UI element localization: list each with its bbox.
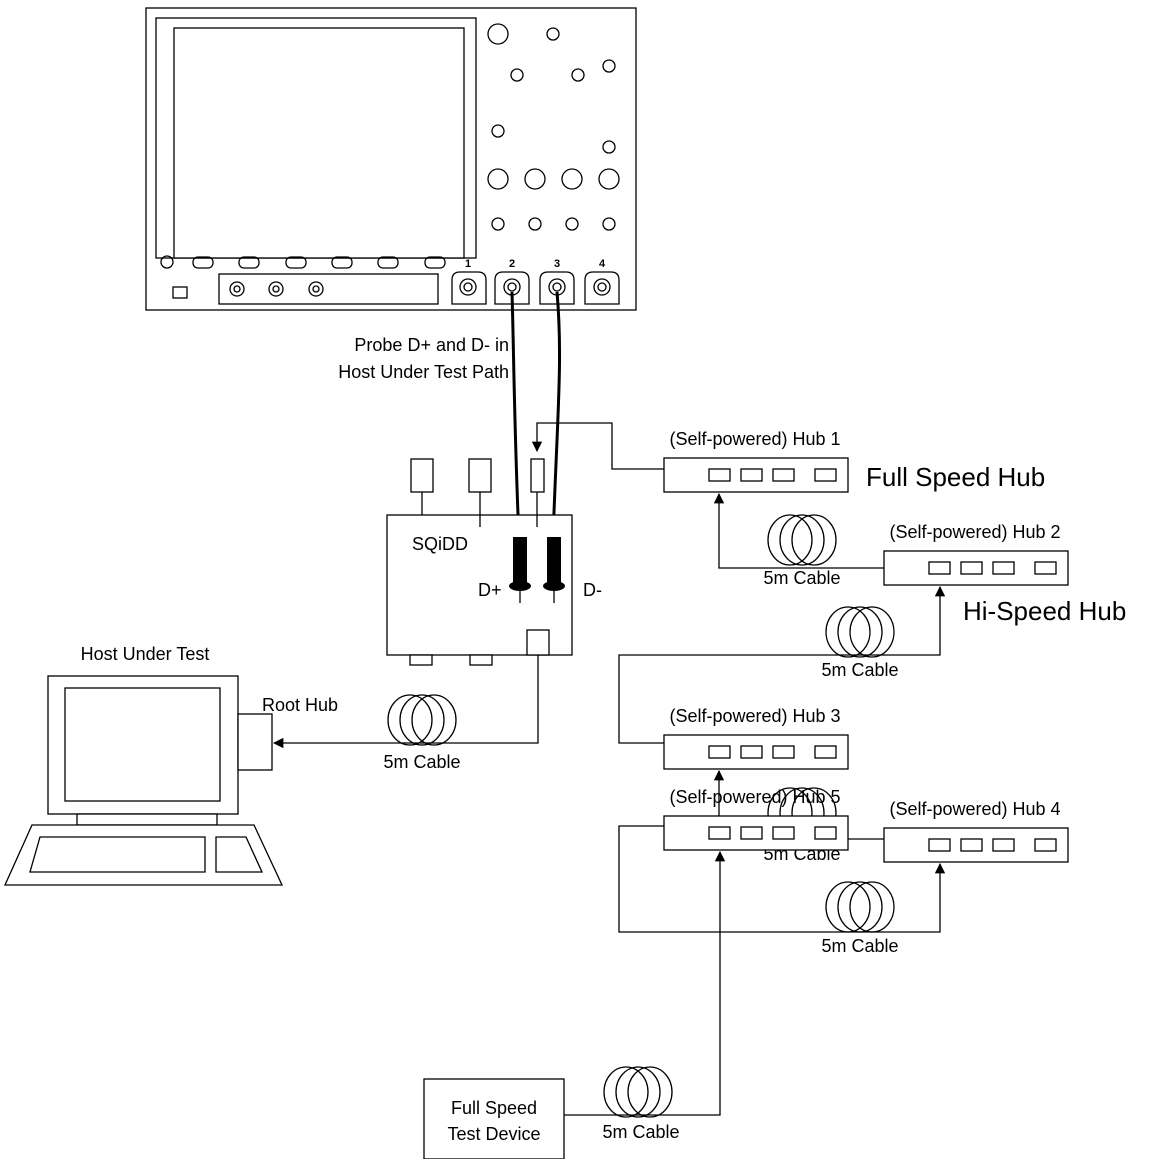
hub2-to-hub1-cable: [713, 492, 884, 569]
fixture-to-host-cable: [272, 655, 539, 749]
root-hub-label: Root Hub: [262, 695, 338, 715]
cable-label-2: 5m Cable: [763, 568, 840, 588]
root-hub-port: [237, 713, 273, 771]
hub-3: [663, 734, 849, 770]
probe-cable-d-minus: [551, 291, 562, 541]
host-title: Host Under Test: [81, 644, 210, 664]
probe-cable-d-plus: [510, 291, 521, 541]
sqidd-label: SQiDD: [412, 534, 468, 554]
cable-coil-1: [387, 694, 457, 746]
d-plus-label: D+: [478, 580, 502, 600]
hub-5-port-3: [772, 826, 795, 840]
cable-coil-2: [767, 514, 837, 566]
cable-coil-5-loop-1: [825, 881, 871, 933]
hub-4-label: (Self-powered) Hub 4: [889, 799, 1060, 819]
host-computer: [3, 675, 284, 886]
cable-coil-5-loop-2: [837, 881, 883, 933]
hub-5-port-1: [708, 826, 731, 840]
scope-aux-panel: [218, 273, 439, 305]
hub-5-port-2: [740, 826, 763, 840]
hub-5-box: [663, 815, 849, 851]
cable-label-3: 5m Cable: [821, 660, 898, 680]
hub-5-port-4: [814, 826, 837, 840]
test-device-label-line-2: Test Device: [447, 1124, 540, 1144]
scope-channel-inputs[interactable]: [451, 271, 620, 305]
channel-3-label: 3: [554, 258, 560, 270]
channel-2-label: 2: [509, 258, 515, 270]
hub-1: [663, 457, 849, 493]
cable-label-5: 5m Cable: [821, 936, 898, 956]
cable-coil-6-loop-1: [603, 1066, 649, 1118]
cable-label-6: 5m Cable: [602, 1122, 679, 1142]
cable-coil-6-loop-2: [615, 1066, 661, 1118]
channel-1-label: 1: [465, 258, 471, 270]
hub1-to-fixture-link: [531, 422, 664, 470]
hub5-to-hub4-cable: [618, 825, 946, 933]
hub-2-label: (Self-powered) Hub 2: [889, 522, 1060, 542]
oscilloscope: 1 2 3 4: [145, 7, 637, 311]
scope-knobs[interactable]: [487, 23, 620, 231]
sqidd-fixture: [386, 458, 573, 666]
hub-5-label: (Self-powered) Hub 5: [669, 787, 840, 807]
probe-note-line-1: Probe D+ and D- in: [354, 335, 509, 355]
cable-coil-3: [825, 606, 895, 658]
test-device-label-line-1: Full Speed: [451, 1098, 537, 1118]
hub-1-label: (Self-powered) Hub 1: [669, 429, 840, 449]
hub-2: [883, 550, 1069, 586]
hub-4: [883, 827, 1069, 863]
d-minus-label: D-: [583, 580, 602, 600]
cable-coil-5-loop-3: [849, 881, 895, 933]
scope-softkeys[interactable]: [160, 255, 446, 299]
full-speed-hub-label: Full Speed Hub: [866, 462, 1045, 492]
hi-speed-hub-label: Hi-Speed Hub: [963, 596, 1126, 626]
hub3-to-hub2-cable: [618, 585, 946, 744]
probe-note-line-2: Host Under Test Path: [338, 362, 509, 382]
cable-label-1: 5m Cable: [383, 752, 460, 772]
cable-coil-6-loop-3: [627, 1066, 673, 1118]
hub-3-label: (Self-powered) Hub 3: [669, 706, 840, 726]
full-speed-test-device: [423, 1078, 565, 1159]
channel-4-label: 4: [599, 258, 606, 270]
